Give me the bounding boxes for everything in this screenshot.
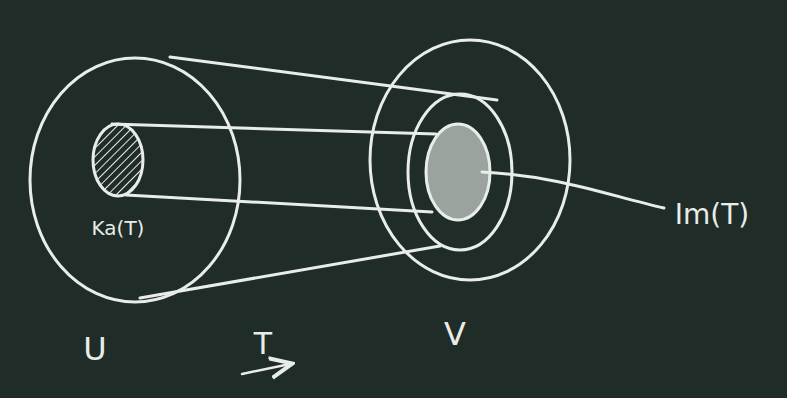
map-label: T: [254, 327, 272, 360]
node-outline: [365, 38, 580, 353]
space-circle: U Ka(T): [25, 50, 250, 380]
leader-line: [482, 172, 664, 208]
cone-line: [126, 195, 432, 212]
node-outline: [25, 50, 250, 380]
outline: [93, 124, 143, 196]
image-label: Im(T): [675, 200, 749, 231]
image-region: [426, 124, 490, 220]
outline: [370, 40, 570, 280]
space-label: Ka(T): [92, 217, 145, 239]
map-arrow: [242, 364, 290, 374]
space-label: V: [444, 317, 466, 352]
space-circle: V: [365, 38, 580, 353]
space-label: U: [83, 332, 106, 367]
outline: [30, 58, 240, 302]
tube-line: [140, 246, 440, 298]
kernel-ellipse: Ka(T): [85, 115, 155, 245]
cone-line: [112, 124, 436, 134]
tube-line: [170, 57, 497, 100]
